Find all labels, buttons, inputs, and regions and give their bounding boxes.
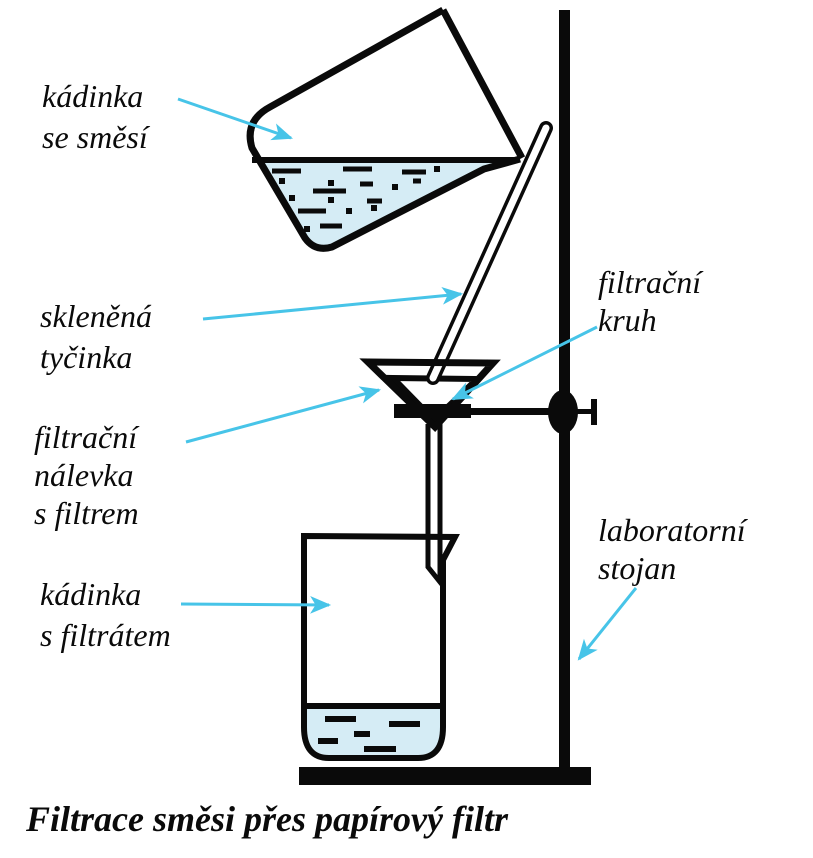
pointer-arrow-funnel bbox=[185, 386, 382, 444]
filter-ring-bar bbox=[394, 404, 471, 418]
glass-rod bbox=[426, 121, 553, 385]
label-line: filtrační bbox=[598, 264, 702, 300]
label-filter-ring: filtrační kruh bbox=[598, 263, 701, 339]
label-line: s filtrem bbox=[34, 495, 139, 531]
label-line: kádinka bbox=[42, 78, 144, 114]
label-line: tyčinka bbox=[40, 339, 133, 375]
label-lab-stand: laboratorní stojan bbox=[598, 511, 746, 587]
label-line: kruh bbox=[598, 302, 657, 338]
label-line: se směsí bbox=[42, 119, 148, 155]
label-line: stojan bbox=[598, 550, 677, 586]
clamp-knob bbox=[548, 390, 578, 434]
label-line: s filtrátem bbox=[40, 617, 171, 653]
label-beaker-filtrate: kádinka s filtrátem bbox=[40, 574, 171, 656]
label-line: filtrační bbox=[34, 419, 138, 455]
stand-rod bbox=[559, 10, 570, 770]
funnel-stem bbox=[425, 424, 443, 590]
label-beaker-mixture: kádinka se směsí bbox=[42, 76, 148, 158]
filtrate-particles bbox=[318, 716, 420, 752]
clamp-handle bbox=[577, 409, 593, 414]
pointer-arrow-beaker-mixture bbox=[177, 97, 293, 141]
pointer-arrow-beaker-filtrate bbox=[180, 596, 332, 614]
label-funnel-with-filter: filtrační nálevka s filtrem bbox=[34, 418, 139, 532]
label-line: laboratorní bbox=[598, 512, 746, 548]
pointer-arrow-lab-stand bbox=[577, 587, 638, 661]
filtrate-beaker-outline bbox=[301, 532, 460, 761]
pouring-beaker-outline bbox=[246, 6, 526, 252]
diagram-caption: Filtrace směsi přes papírový filtr bbox=[26, 799, 508, 839]
label-glass-rod: skleněná tyčinka bbox=[40, 296, 152, 378]
label-line: skleněná bbox=[40, 298, 152, 334]
pointer-arrow-filter-ring bbox=[451, 325, 598, 401]
stand-base bbox=[299, 767, 591, 785]
clamp-handle-tip bbox=[591, 399, 597, 425]
clamp-arm bbox=[470, 408, 555, 415]
label-line: nálevka bbox=[34, 457, 134, 493]
mixture-particles bbox=[272, 166, 440, 232]
label-line: kádinka bbox=[40, 576, 142, 612]
pointer-arrow-glass-rod bbox=[202, 287, 464, 321]
